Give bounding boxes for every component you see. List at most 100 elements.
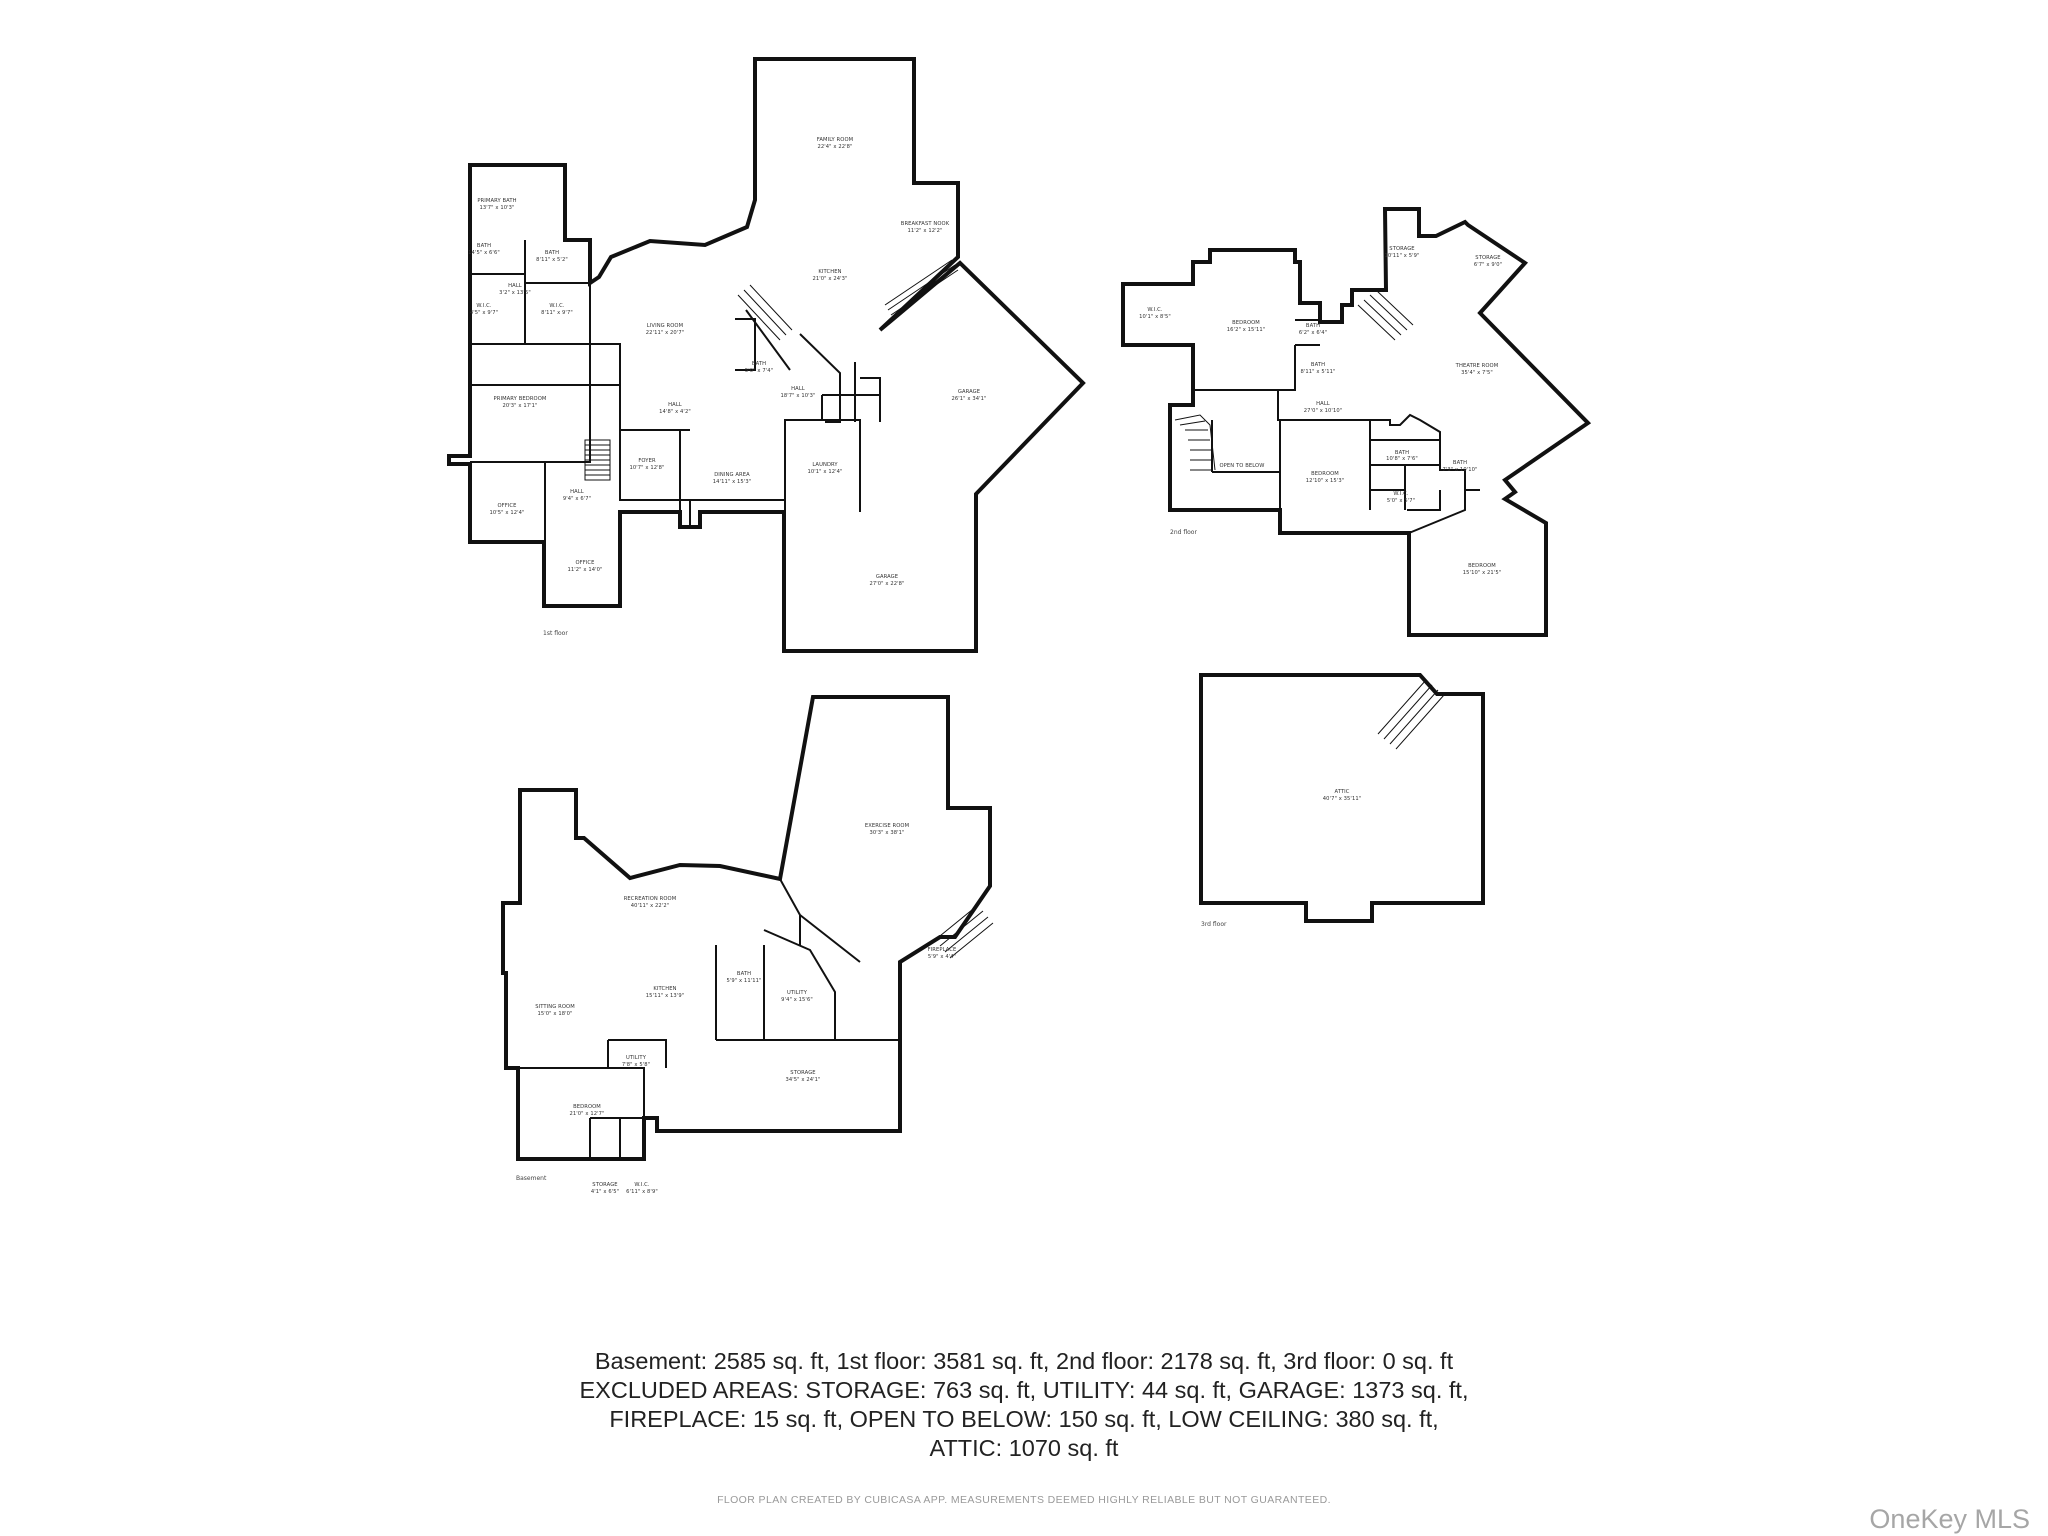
svg-text:GARAGE: GARAGE bbox=[876, 574, 898, 580]
svg-text:BREAKFAST NOOK: BREAKFAST NOOK bbox=[901, 221, 950, 227]
svg-text:THEATRE ROOM: THEATRE ROOM bbox=[1455, 363, 1499, 369]
svg-text:OFFICE: OFFICE bbox=[497, 503, 516, 509]
svg-text:HALL: HALL bbox=[1316, 401, 1330, 407]
svg-text:BATH: BATH bbox=[1311, 362, 1325, 368]
svg-text:16'2" x 15'11": 16'2" x 15'11" bbox=[1227, 327, 1266, 333]
room-label: W.I.C.6'11" x 8'9" bbox=[626, 1182, 658, 1195]
room-label: W.I.C.4'5" x 9'7" bbox=[470, 303, 498, 316]
svg-text:4'1" x 6'5": 4'1" x 6'5" bbox=[591, 1189, 619, 1195]
floor-label-3rd: 3rd floor bbox=[1201, 921, 1227, 928]
svg-text:22'11" x 20'7": 22'11" x 20'7" bbox=[646, 330, 685, 336]
first-floor-stairs bbox=[584, 259, 959, 481]
area-summary: Basement: 2585 sq. ft, 1st floor: 3581 s… bbox=[474, 1347, 1574, 1463]
svg-text:DINING AREA: DINING AREA bbox=[714, 472, 750, 478]
svg-text:GARAGE: GARAGE bbox=[958, 389, 980, 395]
floor-label-basement: Basement bbox=[516, 1175, 547, 1182]
first-floor-plan: 1st floor bbox=[447, 57, 1086, 653]
svg-text:KITCHEN: KITCHEN bbox=[653, 986, 676, 992]
svg-text:STORAGE: STORAGE bbox=[1389, 246, 1414, 252]
svg-text:BATH: BATH bbox=[477, 243, 491, 249]
second-floor-outline bbox=[1121, 207, 1592, 637]
svg-text:11'2" x 12'2": 11'2" x 12'2" bbox=[907, 228, 942, 234]
svg-text:BATH: BATH bbox=[545, 250, 559, 256]
first-floor-interior-walls bbox=[469, 240, 881, 542]
svg-text:7'3" x 10'10": 7'3" x 10'10" bbox=[1442, 467, 1477, 473]
svg-text:5'9" x 4'4": 5'9" x 4'4" bbox=[928, 954, 956, 960]
summary-line: Basement: 2585 sq. ft, 1st floor: 3581 s… bbox=[594, 1348, 1454, 1374]
svg-text:BATH: BATH bbox=[1453, 460, 1467, 466]
svg-text:10'8" x 7'6": 10'8" x 7'6" bbox=[1386, 456, 1418, 462]
svg-text:14'8" x 4'2": 14'8" x 4'2" bbox=[659, 409, 691, 415]
svg-text:22'4" x 22'8": 22'4" x 22'8" bbox=[817, 144, 852, 150]
svg-text:6'2" x 6'4": 6'2" x 6'4" bbox=[1299, 330, 1327, 336]
svg-text:ATTIC: ATTIC bbox=[1334, 789, 1349, 795]
svg-text:PRIMARY BATH: PRIMARY BATH bbox=[477, 198, 516, 204]
basement-outline bbox=[501, 695, 992, 1161]
third-floor-stairs bbox=[1377, 679, 1445, 750]
svg-text:BATH: BATH bbox=[1306, 323, 1320, 329]
svg-text:11'2" x 14'0": 11'2" x 14'0" bbox=[567, 567, 602, 573]
svg-text:27'0" x 10'10": 27'0" x 10'10" bbox=[1304, 408, 1343, 414]
svg-text:9'4" x 6'7": 9'4" x 6'7" bbox=[563, 496, 591, 502]
svg-text:W.I.C.: W.I.C. bbox=[634, 1182, 649, 1188]
svg-text:HALL: HALL bbox=[508, 283, 522, 289]
svg-text:10'5" x 12'4": 10'5" x 12'4" bbox=[489, 510, 524, 516]
svg-text:10'7" x 12'8": 10'7" x 12'8" bbox=[629, 465, 664, 471]
svg-text:FOYER: FOYER bbox=[638, 458, 656, 464]
svg-text:OFFICE: OFFICE bbox=[575, 560, 594, 566]
svg-text:8'11" x 5'11": 8'11" x 5'11" bbox=[1300, 369, 1335, 375]
svg-text:20'3" x 17'1": 20'3" x 17'1" bbox=[502, 403, 537, 409]
svg-text:10'1" x 12'4": 10'1" x 12'4" bbox=[807, 469, 842, 475]
room-label: W.I.C.5'0" x 5'7" bbox=[1387, 491, 1415, 504]
svg-text:15'10" x 21'5": 15'10" x 21'5" bbox=[1463, 570, 1502, 576]
svg-text:FAMILY ROOM: FAMILY ROOM bbox=[817, 137, 853, 143]
second-floor-stairs bbox=[1174, 289, 1414, 471]
svg-text:FIREPLACE: FIREPLACE bbox=[928, 947, 957, 953]
basement-interior-walls bbox=[518, 878, 900, 1159]
svg-text:BATH: BATH bbox=[752, 361, 766, 367]
svg-text:UTILITY: UTILITY bbox=[787, 990, 808, 996]
svg-text:3'2" x 13'5": 3'2" x 13'5" bbox=[499, 290, 531, 296]
disclaimer-text: FLOOR PLAN CREATED BY CUBICASA APP. MEAS… bbox=[717, 1494, 1331, 1506]
svg-text:21'0" x 12'7": 21'0" x 12'7" bbox=[569, 1111, 604, 1117]
svg-text:8'11" x 5'2": 8'11" x 5'2" bbox=[536, 257, 568, 263]
svg-text:SITTING ROOM: SITTING ROOM bbox=[535, 1004, 575, 1010]
floor-label-2nd: 2nd floor bbox=[1170, 529, 1197, 536]
basement-stairs bbox=[934, 904, 994, 959]
svg-text:6'7" x 9'0": 6'7" x 9'0" bbox=[1474, 262, 1502, 268]
summary-line: ATTIC: 1070 sq. ft bbox=[929, 1435, 1119, 1461]
svg-text:10'11" x 5'9": 10'11" x 5'9" bbox=[1384, 253, 1419, 259]
third-floor-plan: 3rd floor bbox=[1199, 673, 1485, 928]
svg-text:5'0" x 5'7": 5'0" x 5'7" bbox=[1387, 498, 1415, 504]
svg-text:6'11" x 8'9": 6'11" x 8'9" bbox=[626, 1189, 658, 1195]
summary-line: FIREPLACE: 15 sq. ft, OPEN TO BELOW: 150… bbox=[609, 1406, 1439, 1432]
